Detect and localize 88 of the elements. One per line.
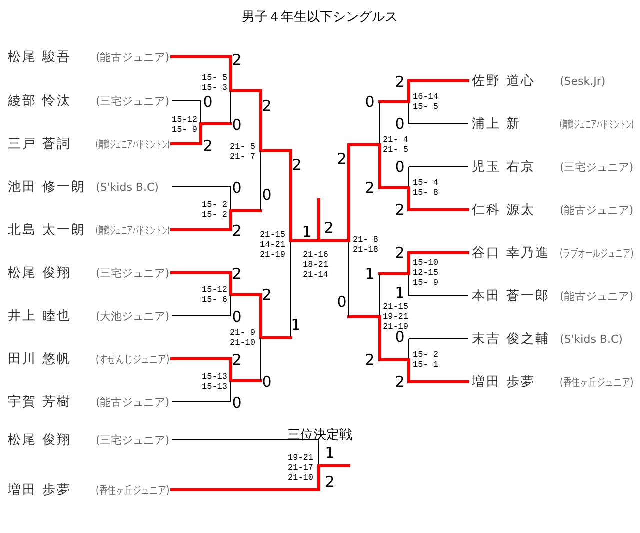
player-name: 宇賀 芳樹 — [8, 394, 73, 411]
player-name: 児玉 右京 — [472, 159, 537, 176]
match-score: 0 — [232, 116, 242, 134]
match-score: 0 — [337, 293, 347, 311]
match-score: 2 — [232, 222, 242, 240]
game-score: 15- 2 15- 2 — [202, 200, 229, 220]
match-score: 2 — [262, 97, 272, 115]
club-name: (三宅ジュニア) — [96, 266, 170, 280]
match-score: 2 — [203, 137, 213, 155]
game-score: 15-12 15- 9 — [172, 115, 199, 135]
game-score: 16-14 15- 5 — [413, 92, 440, 112]
player-name: 北島 太一朗 — [8, 222, 88, 239]
game-score: 21-16 18-21 21-14 — [303, 250, 330, 280]
game-score: 19-21 21-17 21-10 — [288, 453, 315, 483]
match-score: 2 — [262, 286, 272, 304]
game-score: 15-13 15-13 — [202, 372, 229, 392]
player-name: 増田 歩夢 — [8, 482, 73, 499]
club-name: (三宅ジュニア) — [96, 94, 170, 108]
game-score: 15- 4 15- 8 — [413, 178, 440, 198]
player-name: 仁科 源太 — [472, 202, 537, 219]
match-score: 2 — [292, 156, 302, 174]
game-score: 15- 5 15- 3 — [202, 73, 229, 93]
match-score: 2 — [395, 201, 405, 219]
title: 男子４年生以下シングルス — [241, 9, 399, 26]
player-name: 松尾 駿吾 — [8, 49, 73, 66]
player-name: 谷口 幸乃進 — [472, 245, 552, 262]
game-score: 21- 5 21- 7 — [230, 142, 257, 162]
club-name: (ラブオールジュニア) — [560, 246, 634, 260]
club-name: (香住ヶ丘ジュニア) — [96, 482, 170, 498]
club-name: (三宅ジュニア) — [96, 432, 170, 448]
player-name: 綾部 怜汰 — [8, 93, 73, 110]
player-name: 田川 悠帆 — [8, 351, 73, 368]
player-name: 浦上 新 — [472, 116, 522, 133]
game-score: 15-10 12-15 15- 9 — [413, 258, 440, 288]
club-name: (大池ジュニア) — [96, 308, 170, 324]
game-score: 21- 8 21-18 — [353, 235, 380, 255]
player-name: 本田 蒼一郎 — [472, 288, 552, 305]
game-score: 15-12 15- 6 — [202, 285, 229, 305]
club-name: (Sesk.Jr) — [560, 74, 606, 88]
match-score: 1 — [302, 223, 312, 241]
player-name: 末吉 俊之輔 — [472, 331, 552, 348]
match-score: 2 — [365, 351, 375, 369]
match-score: 2 — [395, 244, 405, 262]
match-score: 1 — [365, 265, 375, 283]
club-name: (S'kids B.C) — [96, 180, 159, 194]
match-score: 0 — [232, 394, 242, 412]
game-score: 21- 4 21- 5 — [383, 135, 410, 155]
club-name: (すせんじジュニア) — [96, 352, 170, 366]
club-name: (S'kids B.C) — [560, 332, 623, 346]
player-name: 三戸 蒼詞 — [8, 136, 73, 153]
match-score: 2 — [232, 51, 242, 69]
match-score: 0 — [262, 186, 272, 204]
match-score: 2 — [337, 150, 347, 168]
match-score: 0 — [365, 93, 375, 111]
match-score: 2 — [365, 179, 375, 197]
match-score: 0 — [232, 308, 242, 326]
club-name: (舞鶴ジュニアバドミントン) — [560, 116, 634, 132]
game-score: 21-15 14-21 21-19 — [260, 230, 287, 260]
club-name: (舞鶴ジュニアバドミントン) — [96, 136, 170, 152]
match-score: 2 — [395, 73, 405, 91]
match-score: 2 — [395, 373, 405, 391]
player-name: 井上 睦也 — [8, 308, 73, 325]
player-name: 佐野 道心 — [472, 73, 537, 90]
match-score: 0 — [395, 158, 405, 176]
player-name: 池田 修一朗 — [8, 179, 88, 196]
club-name: (三宅ジュニア) — [560, 160, 634, 174]
match-score: 2 — [325, 473, 335, 491]
game-score: 21- 9 21-10 — [230, 328, 257, 348]
player-name: 松尾 俊翔 — [8, 265, 73, 282]
match-score: 2 — [232, 265, 242, 283]
player-name: 増田 歩夢 — [472, 374, 537, 391]
club-name: (舞鶴ジュニアバドミントン) — [96, 222, 170, 238]
match-score: 0 — [395, 115, 405, 133]
club-name: (能古ジュニア) — [560, 202, 634, 218]
match-score: 1 — [395, 284, 405, 302]
match-score: 0 — [203, 93, 213, 111]
match-score: 2 — [232, 351, 242, 369]
match-score: 0 — [262, 373, 272, 391]
match-score: 1 — [325, 444, 335, 462]
club-name: (能古ジュニア) — [96, 50, 170, 64]
game-score: 15- 2 15- 1 — [413, 350, 440, 370]
club-name: (香住ヶ丘ジュニア) — [560, 374, 634, 390]
player-name: 松尾 俊翔 — [8, 432, 73, 449]
club-name: (能古ジュニア) — [560, 288, 634, 304]
club-name: (能古ジュニア) — [96, 394, 170, 410]
match-score: 1 — [291, 316, 301, 334]
match-score: 0 — [232, 179, 242, 197]
match-score: 2 — [324, 219, 334, 237]
